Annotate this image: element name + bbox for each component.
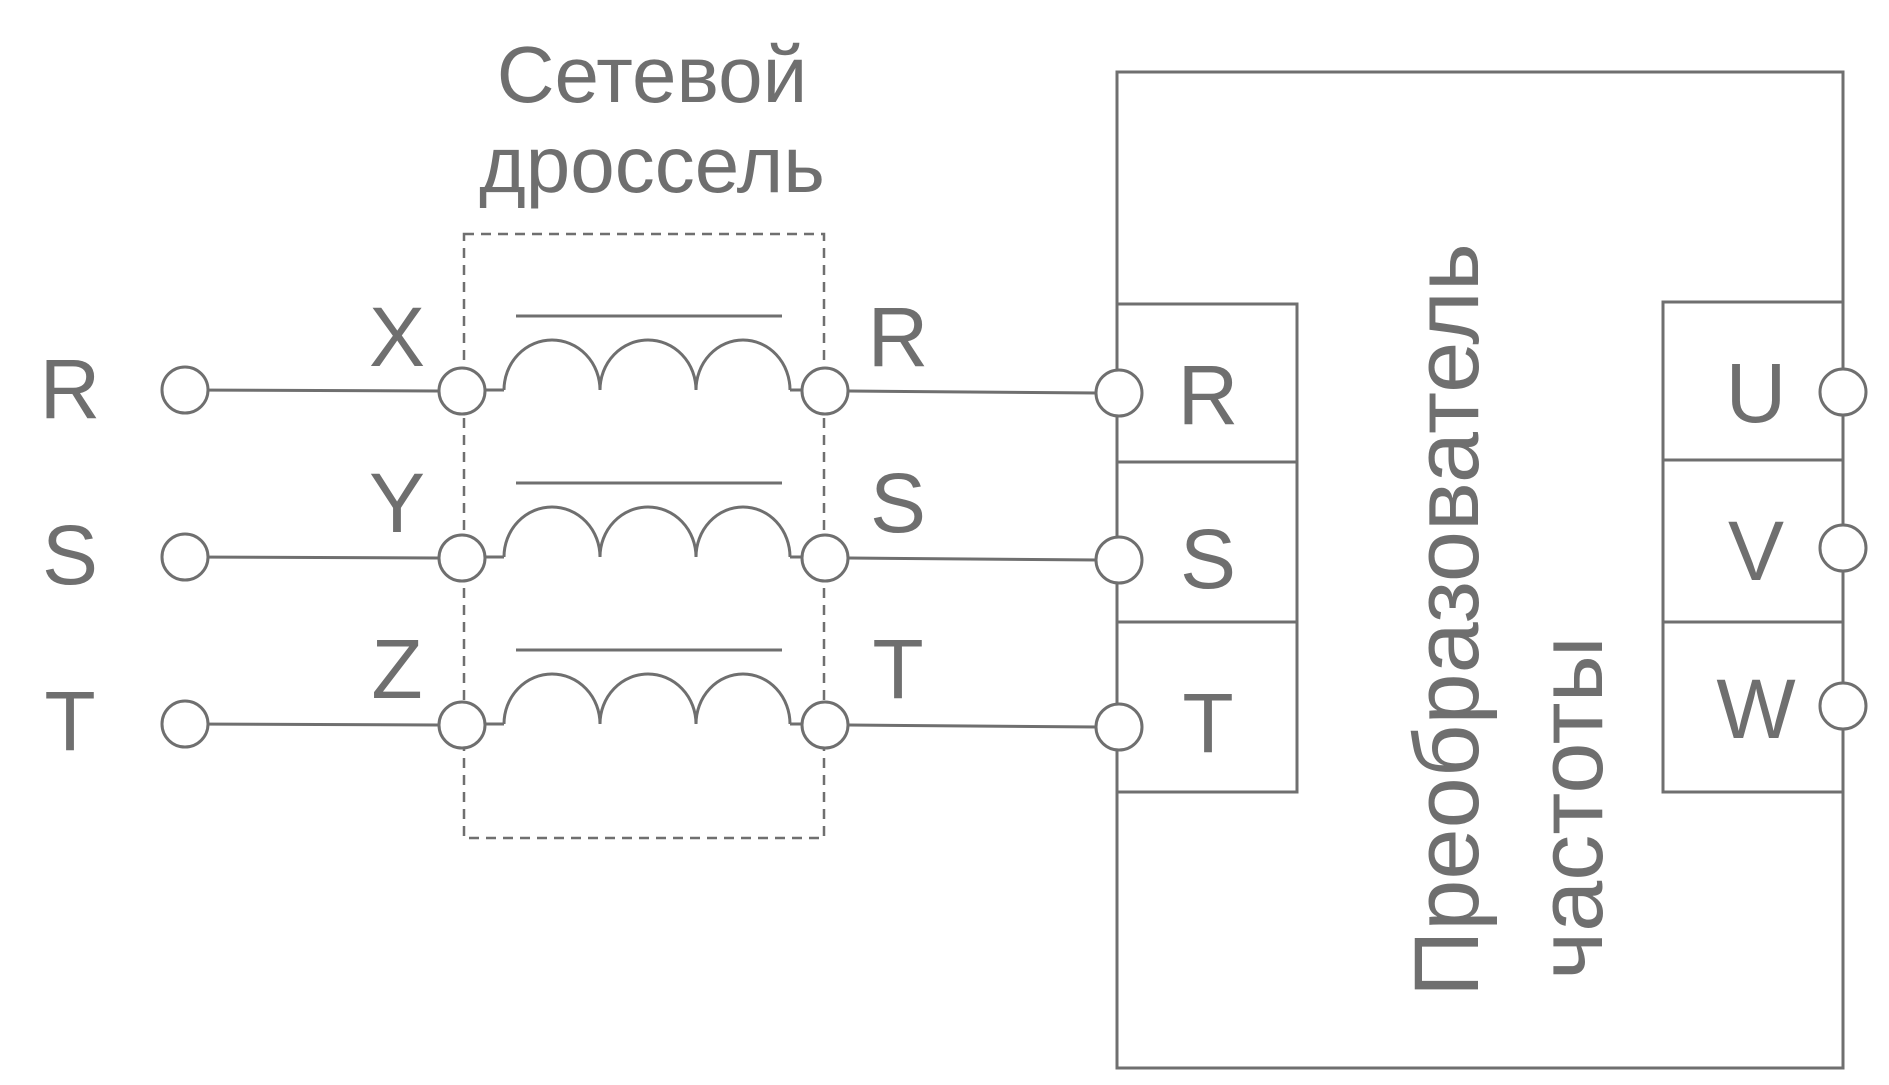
choke-enclosure [462, 232, 826, 840]
coil-s [502, 505, 792, 558]
terminal-mains-r [160, 365, 210, 415]
terminal-inverter-in-s [1094, 535, 1144, 585]
terminal-mains-s [160, 532, 210, 582]
inverter-title-line1: Преобразователь [1396, 243, 1498, 997]
wire-choke-inverter-t [848, 723, 1099, 729]
inverter-output-block [1661, 300, 1845, 794]
terminal-inverter-out-u [1818, 367, 1868, 417]
wire-choke-inverter-s [848, 556, 1099, 562]
terminal-choke-in-t [437, 700, 487, 750]
inverter-output-label-u: U [1726, 346, 1787, 440]
inverter-input-label-r: R [1178, 348, 1239, 442]
terminal-choke-out-t [800, 700, 850, 750]
terminal-inverter-out-v [1818, 523, 1868, 573]
choke-input-label-z: Z [371, 622, 422, 716]
terminal-choke-in-s [437, 533, 487, 583]
mains-label-t: T [44, 674, 95, 768]
terminal-mains-t [160, 699, 210, 749]
choke-input-label-x: X [369, 290, 425, 384]
diagram-labels: Сетевой дроссель R S T X Y Z R S T R S T… [40, 30, 1796, 997]
choke-title-line2: дроссель [479, 120, 825, 209]
terminal-inverter-in-t [1094, 702, 1144, 752]
choke-title-line1: Сетевой [497, 30, 808, 119]
choke-output-label-s: S [870, 456, 926, 550]
wire-choke-inverter-r [848, 389, 1099, 395]
wire-mains-r [184, 388, 439, 393]
terminal-choke-out-s [800, 533, 850, 583]
terminal-choke-in-r [437, 366, 487, 416]
inverter-input-label-s: S [1180, 512, 1236, 606]
mains-label-r: R [40, 342, 101, 436]
choke-output-label-r: R [868, 290, 929, 384]
inverter-output-label-v: V [1728, 504, 1784, 598]
inverter-input-label-t: T [1182, 676, 1233, 770]
terminal-inverter-out-w [1818, 681, 1868, 731]
inverter-title-line2: частоты [1520, 636, 1622, 980]
choke-input-label-y: Y [369, 456, 425, 550]
inverter-output-label-w: W [1716, 662, 1795, 756]
diagram-geometry [160, 70, 1868, 1070]
terminal-choke-out-r [800, 366, 850, 416]
wire-mains-t [184, 722, 439, 727]
coil-t [502, 672, 792, 725]
mains-label-s: S [42, 508, 98, 602]
coil-r [502, 338, 792, 391]
terminal-inverter-in-r [1094, 368, 1144, 418]
wire-mains-s [184, 555, 439, 560]
choke-output-label-t: T [872, 622, 923, 716]
